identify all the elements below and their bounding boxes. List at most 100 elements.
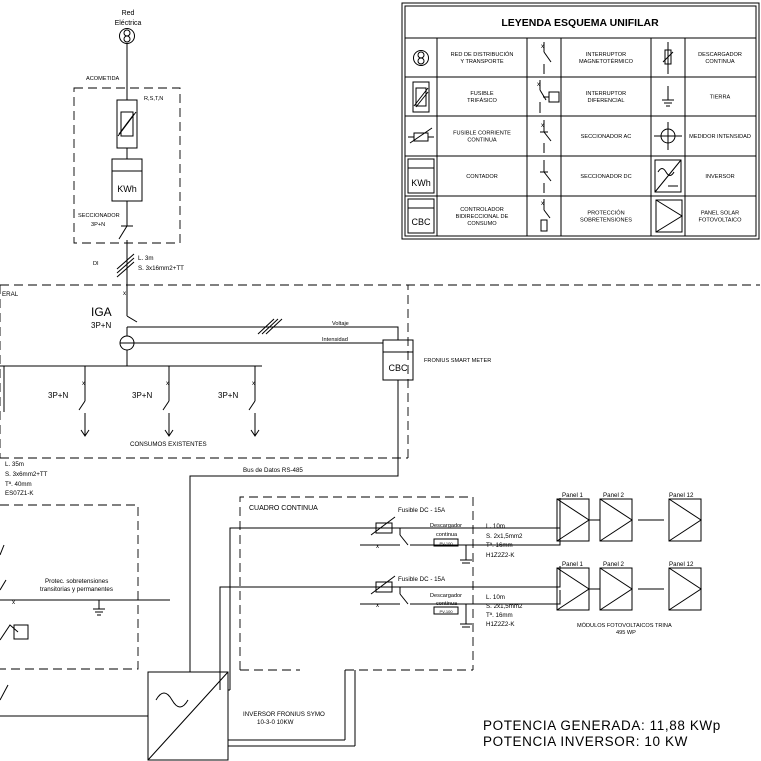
meter-label: KWh: [117, 184, 137, 194]
svg-text:x: x: [166, 380, 170, 387]
legend-label-1-1-0: INTERRUPTOR: [586, 91, 626, 97]
svg-text:x: x: [12, 599, 16, 606]
ac-disconnector-icon: x: [540, 120, 552, 153]
legend-label-1-0-0: FUSIBLE: [470, 91, 494, 97]
dc-disconnector-icon: [540, 160, 552, 193]
inverter-icon: [147, 671, 229, 761]
legend: LEYENDA ESQUEMA UNIFILAR x: [401, 2, 760, 240]
modules-line2: 495 WP: [616, 630, 636, 636]
solar-panel-icon: [556, 498, 590, 542]
dc1-section: S. 2x1,5mm2: [486, 533, 523, 540]
dc-string-2: Fusible DC - 15A x Descargador continua …: [219, 566, 561, 690]
solar-panel-icon: [668, 567, 702, 611]
potencia-generada: POTENCIA GENERADA: 11,88 KWp: [483, 718, 721, 733]
bus-label: Bus de Datos RS-485: [243, 467, 303, 474]
dc-fuse-icon: [408, 127, 434, 144]
dc-surge-arrester-icon: [433, 538, 459, 547]
smart-meter-label: FRONIUS SMART METER: [424, 358, 491, 364]
consumer-poles-3: 3P+N: [218, 391, 238, 400]
legend-label-2-0-1: CONTINUA: [467, 138, 496, 144]
legend-label-2-0-0: FUSIBLE CORRIENTE: [453, 131, 511, 137]
cbc-controller-icon: CBC: [407, 198, 435, 234]
svg-text:x: x: [376, 543, 380, 550]
svg-text:x: x: [541, 200, 545, 207]
s1-panel-2-label: Panel 2: [603, 492, 625, 499]
grid-connection: Red Eléctrica ACOMETIDA R,S,T,N KWh SECC…: [73, 10, 184, 298]
protec-line1: Protec. sobretensiones: [45, 578, 108, 585]
consumer-poles-1: 3P+N: [48, 391, 68, 400]
rs485-bus-line: [189, 380, 399, 672]
legend-label-4-2-0: PANEL SOLAR: [701, 211, 739, 217]
svg-text:x: x: [376, 602, 380, 609]
dc2-section: S. 2x1,5mm2: [486, 603, 523, 610]
legend-label-0-2-0: DESCARGADOR: [698, 52, 742, 58]
svg-text:x: x: [123, 290, 127, 297]
cable-phase-marks: [116, 253, 135, 278]
legend-label-1-2-0: TIERRA: [710, 95, 731, 101]
legend-label-2-1-0: SECCIONADOR AC: [581, 134, 632, 140]
ac-disconnector-icon: [118, 225, 133, 240]
s2-panel-1-label: Panel 1: [562, 561, 584, 568]
dc-surge-arrester-icon: [433, 606, 459, 615]
consumer-poles-2: 3P+N: [132, 391, 152, 400]
general-panel: ERAL x IGA 3P+N Voltaje Intensidad CBC F: [0, 284, 760, 459]
solar-panel-icon: [599, 567, 633, 611]
inverter-line1: INVERSOR FRONIUS SYMO: [243, 711, 325, 718]
earth-icon: [93, 600, 105, 616]
legend-label-1-1-1: DIFERENCIAL: [588, 98, 625, 104]
grid-title-line1: Red: [122, 10, 135, 17]
solar-panel-icon: [668, 498, 702, 542]
svg-text:x: x: [541, 43, 545, 50]
iga-breaker-icon: [126, 298, 138, 336]
legend-label-0-0-0: RED DE DISTRIBUCIÓN: [451, 51, 514, 58]
cbc-controller-icon: CBC: [382, 339, 414, 381]
mcb-breaker-icon: x: [541, 42, 552, 74]
pv-array: Panel 1 Panel 2 Panel 12 Panel 1 Panel 2…: [556, 492, 702, 636]
differential-switch-icon: x: [537, 80, 560, 113]
potencia-inversor: POTENCIA INVERSOR: 10 KW: [483, 734, 688, 749]
legend-label-2-2-0: MEDIDOR INTENSIDAD: [689, 134, 751, 140]
consumer-feeders: x x x: [3, 366, 260, 437]
x-mark: x: [123, 290, 127, 297]
legend-label-4-2-1: FOTOVOLTAICO: [699, 218, 743, 224]
ac-line-data: L. 35m S. 3x6mm2+TT Tª. 40mm ES07Z1-K: [5, 461, 48, 497]
legend-label-3-0-0: CONTADOR: [466, 174, 498, 180]
iga-label: IGA: [91, 305, 112, 319]
current-meter-icon: [654, 122, 682, 150]
earth-icon: [662, 86, 674, 107]
dc-surge-arrester-icon: [662, 42, 674, 74]
current-meter-icon: [119, 335, 135, 351]
legend-label-0-1-0: INTERRUPTOR: [586, 52, 626, 58]
legend-label-3-1-0: SECCIONADOR DC: [580, 174, 631, 180]
di-label: DI: [93, 261, 99, 267]
legend-label-4-0-1: BIDIRECCIONAL DE: [456, 214, 509, 220]
three-phase-fuse-icon: [116, 99, 138, 149]
legend-label-0-1-1: MAGNETOTÉRMICO: [579, 58, 634, 65]
seccionador-label: SECCIONADOR: [78, 213, 120, 219]
dc-fuse-icon: [370, 516, 396, 536]
desc-2-box: PV-100: [439, 609, 453, 614]
desc-1-line2: continua: [436, 532, 458, 538]
s2-panel-12-label: Panel 12: [669, 561, 694, 568]
svg-text:x: x: [537, 81, 541, 88]
ac-temp: Tª. 40mm: [5, 481, 32, 488]
acometida-label: ACOMETIDA: [86, 76, 120, 82]
di-length: L. 3m: [138, 255, 153, 262]
legend-label-0-2-1: CONTINUA: [705, 59, 734, 65]
iga-poles: 3P+N: [91, 321, 111, 330]
solar-panel-icon: [655, 199, 683, 233]
consumos-label: CONSUMOS EXISTENTES: [130, 441, 207, 448]
protec-line2: transitorias y permanentes: [40, 586, 113, 593]
voltaje-label: Voltaje: [332, 321, 349, 327]
legend-title: LEYENDA ESQUEMA UNIFILAR: [501, 17, 659, 29]
dc1-type: H1Z2Z2-K: [486, 552, 515, 559]
ac-type: ES07Z1-K: [5, 490, 34, 497]
cuadro-label: CUADRO CONTINUA: [249, 505, 318, 512]
signal-phase-marks: [257, 318, 283, 335]
three-phase-fuse-icon: [412, 81, 430, 113]
svg-text:x: x: [541, 122, 545, 129]
di-section: S. 3x16mm2+TT: [138, 265, 184, 272]
grid-title-line2: Eléctrica: [115, 20, 142, 27]
